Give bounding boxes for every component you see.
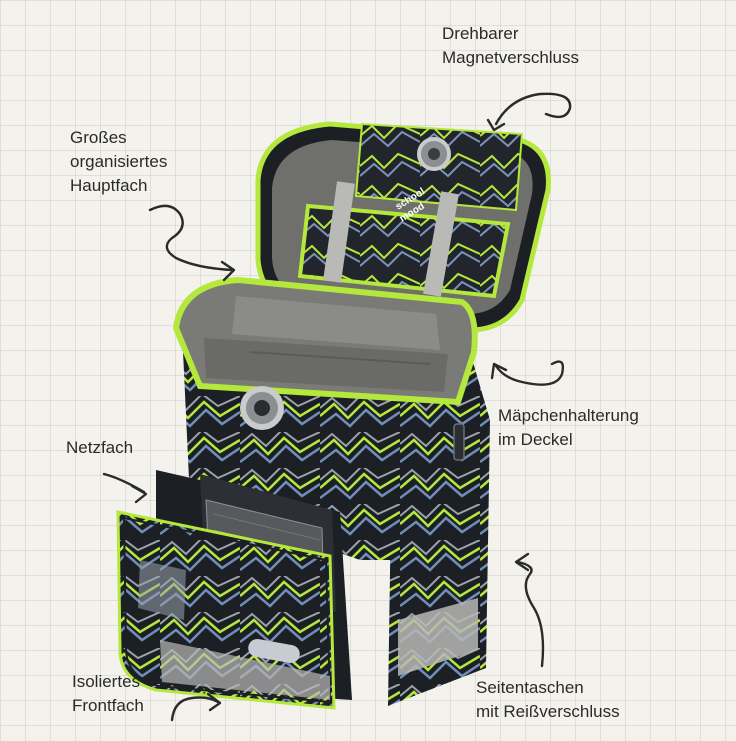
arrow-magnet-icon xyxy=(486,92,572,132)
label-line: Isoliertes xyxy=(72,672,141,691)
label-magnetic-clasp: Drehbarer Magnetverschluss xyxy=(442,22,579,70)
label-net-pocket: Netzfach xyxy=(66,436,133,460)
label-line: Frontfach xyxy=(72,696,144,715)
arrow-side-icon xyxy=(514,552,545,668)
label-side-pockets: Seitentaschen mit Reißverschluss xyxy=(476,676,620,724)
label-line: Drehbarer xyxy=(442,24,519,43)
label-line: organisiertes xyxy=(70,152,168,171)
reflector-strip xyxy=(398,598,478,676)
arrow-main-icon xyxy=(148,204,236,282)
label-main-compartment: Großes organisiertes Hauptfach xyxy=(70,126,167,198)
label-line: Hauptfach xyxy=(70,176,148,195)
label-line: Großes xyxy=(70,128,127,147)
bag-body xyxy=(172,276,490,706)
label-line: Netzfach xyxy=(66,438,134,457)
front-pocket xyxy=(116,470,352,710)
arrow-pencil-icon xyxy=(490,360,565,386)
label-line: Seitentaschen xyxy=(476,678,584,697)
label-line: mit Reißverschluss xyxy=(476,702,620,721)
label-line: Mäpchenhalterung xyxy=(498,406,639,425)
arrow-net-icon xyxy=(102,472,148,504)
label-pencil-case-holder: Mäpchenhalterung im Deckel xyxy=(498,404,639,452)
bag-lid: school mood xyxy=(255,121,551,333)
arrow-front-icon xyxy=(170,692,222,722)
zipper-pull-icon xyxy=(453,423,465,461)
brand-badge xyxy=(248,639,300,663)
label-line: im Deckel xyxy=(498,430,573,449)
label-front-pocket: Isoliertes Frontfach xyxy=(72,670,144,718)
label-line: Magnetverschluss xyxy=(442,48,580,67)
